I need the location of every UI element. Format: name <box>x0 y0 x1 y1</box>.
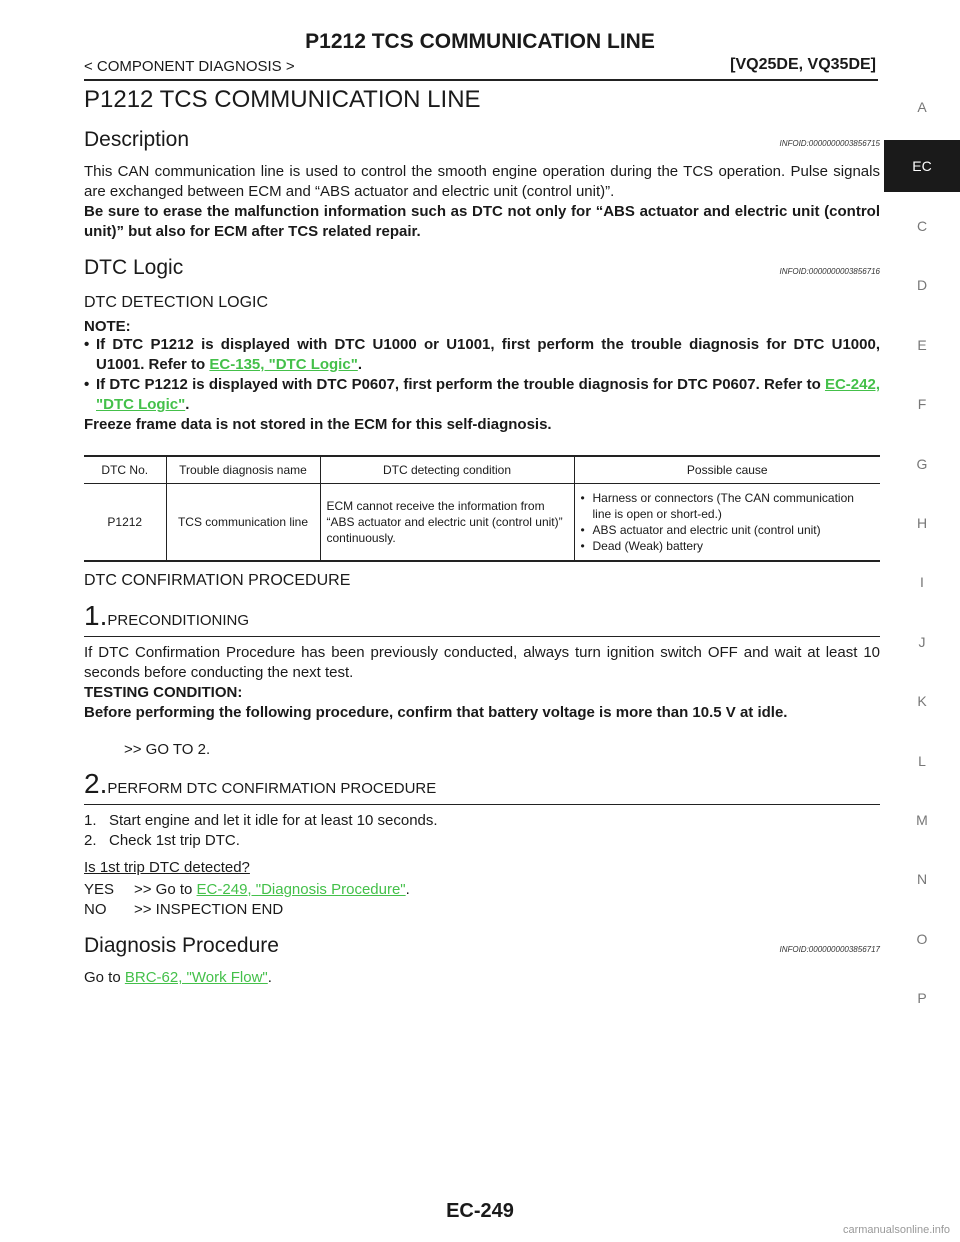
diagnosis-heading: Diagnosis Procedure <box>84 934 279 957</box>
testing-condition-label: TESTING CONDITION: <box>84 684 243 701</box>
description-infoid: INFOID:0000000003856715 <box>779 139 880 148</box>
ec-135-link[interactable]: EC-135, "DTC Logic" <box>209 356 358 373</box>
table-row: P1212 TCS communication line ECM cannot … <box>84 483 880 562</box>
sidebar-tab-o[interactable]: O <box>916 930 928 947</box>
sidebar-tab-g[interactable]: G <box>916 455 928 472</box>
diagnosis-section-header: Diagnosis Procedure INFOID:0000000003856… <box>84 934 880 958</box>
sidebar-tab-m[interactable]: M <box>916 811 928 828</box>
header-section-label: < COMPONENT DIAGNOSIS > <box>84 58 295 75</box>
cause-item: Harness or connectors (The CAN communica… <box>581 490 875 522</box>
step-1-goto: >> GO TO 2. <box>124 741 211 758</box>
sidebar-tab-a[interactable]: A <box>917 98 927 115</box>
testing-condition-text: Before performing the following procedur… <box>84 704 788 721</box>
step-2-title: PERFORM DTC CONFIRMATION PROCEDURE <box>107 780 437 797</box>
watermark: carmanualsonline.info <box>842 1224 950 1236</box>
note-list: If DTC P1212 is displayed with DTC U1000… <box>84 335 880 415</box>
sidebar-tab-f[interactable]: F <box>917 396 927 413</box>
dtc-detection-heading: DTC DETECTION LOGIC <box>84 294 269 311</box>
sidebar-tab-k[interactable]: K <box>917 693 927 710</box>
cause-item: Dead (Weak) battery <box>581 538 875 554</box>
cell-detecting-condition: ECM cannot receive the information from … <box>319 483 574 562</box>
sidebar-tab-e[interactable]: E <box>917 336 927 353</box>
ec-249-link[interactable]: EC-249, "Diagnosis Procedure" <box>196 881 406 898</box>
step-2-question: Is 1st trip DTC detected? <box>84 859 250 876</box>
sidebar-tab-ec[interactable]: EC <box>884 140 960 193</box>
confirmation-heading: DTC CONFIRMATION PROCEDURE <box>84 572 351 589</box>
header-engine-label: [VQ25DE, VQ35DE] <box>730 56 876 73</box>
dtc-logic-section-header: DTC Logic INFOID:0000000003856716 <box>84 256 880 280</box>
cause-item: ABS actuator and electric unit (control … <box>581 522 875 538</box>
col-diagnosis-name: Trouble diagnosis name <box>165 455 320 484</box>
description-text: This CAN communication line is used to c… <box>84 163 880 200</box>
step-2-item: 1. Start engine and let it idle for at l… <box>84 812 438 829</box>
step-2-item: 2. Check 1st trip DTC. <box>84 832 240 849</box>
cell-diagnosis-name: TCS communication line <box>165 483 320 562</box>
step-1-header: 1. PRECONDITIONING <box>84 600 880 637</box>
col-possible-cause: Possible cause <box>573 455 880 484</box>
page-number: EC-249 <box>446 1200 514 1222</box>
header-divider <box>84 79 878 81</box>
answer-yes: YES>> Go to EC-249, "Diagnosis Procedure… <box>84 881 410 898</box>
dtc-logic-infoid: INFOID:0000000003856716 <box>779 267 880 276</box>
page-content: P1212 TCS COMMUNICATION LINE Description… <box>84 84 880 988</box>
step-1-text: If DTC Confirmation Procedure has been p… <box>84 644 880 681</box>
sidebar-tab-n[interactable]: N <box>916 871 928 888</box>
note-label: NOTE: <box>84 318 131 335</box>
description-heading: Description <box>84 128 190 151</box>
sidebar-tab-h[interactable]: H <box>916 515 928 532</box>
note-item: If DTC P1212 is displayed with DTC P0607… <box>84 375 880 415</box>
col-detecting-condition: DTC detecting condition <box>319 455 574 484</box>
step-2-number: 2. <box>84 768 108 799</box>
description-warning: Be sure to erase the malfunction informa… <box>84 203 880 240</box>
diagnosis-text: Go to BRC-62, "Work Flow". <box>84 969 272 986</box>
step-1-title: PRECONDITIONING <box>107 612 250 629</box>
main-title: P1212 TCS COMMUNICATION LINE <box>84 86 481 113</box>
cell-dtc-no: P1212 <box>84 483 166 562</box>
sidebar-tab-d[interactable]: D <box>916 277 928 294</box>
brc-62-link[interactable]: BRC-62, "Work Flow" <box>124 969 268 986</box>
cell-possible-cause: Harness or connectors (The CAN communica… <box>573 483 880 562</box>
dtc-logic-heading: DTC Logic <box>84 256 184 279</box>
dtc-table: DTC No. Trouble diagnosis name DTC detec… <box>84 455 880 562</box>
sidebar-tab-j[interactable]: J <box>918 633 926 650</box>
sidebar-tab-l[interactable]: L <box>918 752 926 769</box>
section-index-sidebar: A EC C D E F G H I J K L M N O P <box>884 77 960 1028</box>
sidebar-tab-i[interactable]: I <box>920 574 924 591</box>
freeze-frame-note: Freeze frame data is not stored in the E… <box>84 416 552 433</box>
answer-no: NO>> INSPECTION END <box>84 901 284 918</box>
step-2-header: 2. PERFORM DTC CONFIRMATION PROCEDURE <box>84 768 880 805</box>
page-header-title: P1212 TCS COMMUNICATION LINE <box>305 30 655 53</box>
answer-no-key: NO <box>84 901 107 918</box>
col-dtc-no: DTC No. <box>84 455 166 484</box>
note-item: If DTC P1212 is displayed with DTC U1000… <box>84 335 880 375</box>
answer-yes-key: YES <box>84 881 115 898</box>
step-1-number: 1. <box>84 600 108 631</box>
sidebar-tab-p[interactable]: P <box>917 990 927 1007</box>
ec-242-link[interactable]: EC-242, "DTC Logic" <box>96 376 880 413</box>
diagnosis-infoid: INFOID:0000000003856717 <box>779 945 880 954</box>
description-section-header: Description INFOID:0000000003856715 <box>84 128 880 152</box>
sidebar-tab-c[interactable]: C <box>916 218 928 235</box>
